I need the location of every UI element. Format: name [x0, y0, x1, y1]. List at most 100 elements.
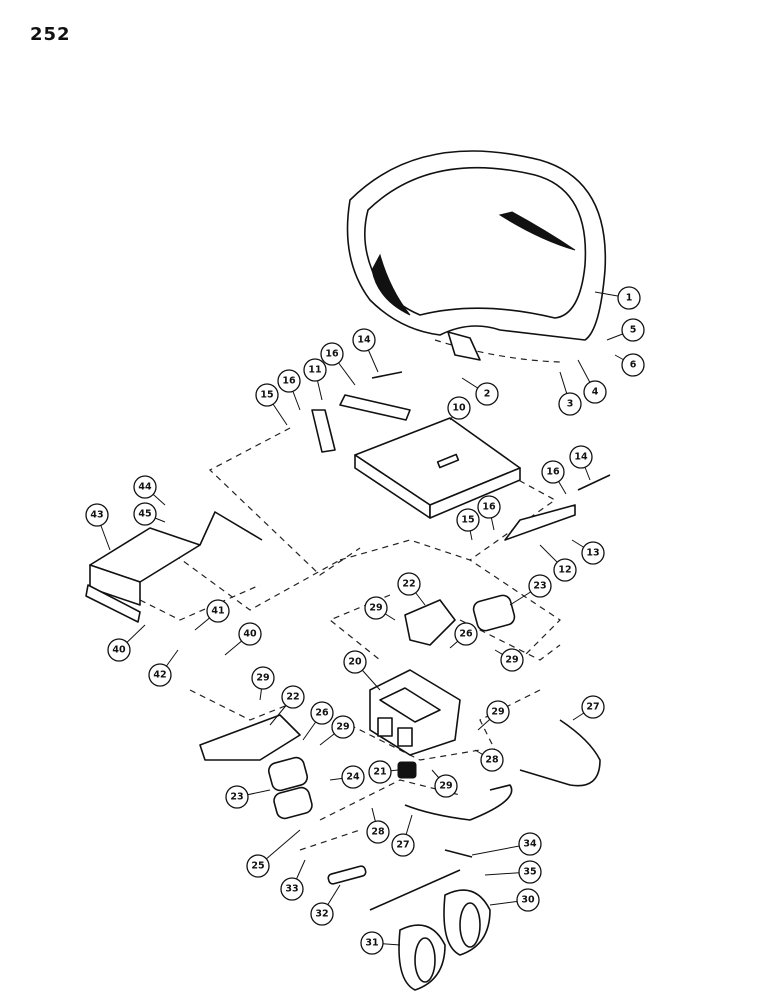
callout-circle: [391, 833, 415, 857]
callout-circle: [621, 318, 645, 342]
callout-circle: [148, 663, 172, 687]
callout-23: 23: [225, 785, 271, 809]
callout-circle: [310, 701, 334, 725]
callout-circle: [133, 475, 157, 499]
callout-number: 16: [325, 349, 339, 360]
callout-circle: [518, 832, 542, 856]
callout-35: 35: [484, 860, 542, 884]
callout-16: 16: [320, 342, 356, 386]
callout-number: 32: [315, 909, 328, 920]
callout-number: 35: [523, 867, 536, 878]
callout-15: 15: [255, 383, 288, 426]
callout-circle: [583, 380, 607, 404]
callout-circle: [238, 622, 262, 646]
callout-number: 22: [286, 692, 299, 703]
shaft-and-wheels: [327, 849, 491, 991]
callout-number: 3: [567, 399, 574, 410]
callout-circle: [343, 650, 367, 674]
callout-number: 1: [626, 293, 633, 304]
callout-circle: [621, 353, 645, 377]
rollers: [267, 594, 516, 820]
callout-number: 26: [315, 708, 329, 719]
callout-43: 43: [85, 503, 111, 551]
callout-circle: [480, 748, 504, 772]
callout-circle: [255, 383, 279, 407]
callout-number: 21: [373, 767, 386, 778]
callout-circle: [303, 358, 327, 382]
callout-number: 29: [491, 707, 504, 718]
callout-circle: [352, 328, 376, 352]
callout-22: 22: [397, 572, 426, 606]
callout-2: 2: [461, 377, 499, 406]
callout-number: 6: [630, 360, 637, 371]
callout-circle: [107, 638, 131, 662]
callout-1: 1: [594, 286, 641, 310]
callout-number: 29: [336, 722, 349, 733]
block: [397, 761, 417, 779]
callout-26: 26: [302, 701, 334, 741]
callout-number: 25: [251, 861, 264, 872]
callout-number: 45: [138, 509, 151, 520]
callout-41: 41: [194, 599, 230, 631]
callout-circle: [500, 648, 524, 672]
callout-circle: [617, 286, 641, 310]
callout-circle: [320, 342, 344, 366]
callout-29: 29: [477, 700, 510, 731]
callout-23: 23: [509, 574, 552, 606]
callout-29: 29: [251, 666, 275, 701]
callout-circle: [486, 700, 510, 724]
callout-circle: [454, 622, 478, 646]
page-number: 252: [30, 24, 71, 45]
callout-number: 31: [365, 938, 378, 949]
callout-24: 24: [329, 765, 365, 789]
callout-15: 15: [456, 508, 480, 541]
callout-circle: [558, 392, 582, 416]
callout-10: 10: [447, 396, 471, 421]
callout-number: 42: [153, 670, 166, 681]
adjusting-bracket: [85, 511, 263, 623]
callout-31: 31: [360, 931, 401, 955]
callout-20: 20: [343, 650, 381, 691]
callout-circle: [475, 382, 499, 406]
callout-40: 40: [224, 622, 262, 656]
callout-number: 23: [533, 581, 546, 592]
callout-circle: [225, 785, 249, 809]
callout-circle: [581, 541, 605, 565]
callout-27: 27: [391, 814, 415, 857]
callout-number: 10: [452, 403, 466, 414]
callout-circle: [85, 503, 109, 527]
callout-circle: [434, 774, 458, 798]
callout-6: 6: [614, 353, 645, 377]
callout-circle: [569, 445, 593, 469]
callout-number: 14: [574, 452, 588, 463]
callout-number: 13: [586, 548, 599, 559]
callout-circle: [368, 760, 392, 784]
callout-circle: [310, 902, 334, 926]
callout-number: 27: [586, 702, 599, 713]
callout-number: 33: [285, 884, 298, 895]
callout-number: 23: [230, 792, 243, 803]
callout-circle: [280, 877, 304, 901]
callout-number: 27: [396, 840, 409, 851]
callout-40: 40: [107, 624, 146, 662]
callout-number: 30: [521, 895, 535, 906]
callout-14: 14: [352, 328, 379, 373]
callout-45: 45: [133, 502, 166, 526]
callout-number: 24: [346, 772, 360, 783]
callout-13: 13: [571, 539, 605, 565]
callout-14: 14: [569, 445, 593, 481]
callout-number: 43: [90, 510, 103, 521]
callout-number: 15: [260, 390, 273, 401]
callout-circle: [581, 695, 605, 719]
callout-33: 33: [280, 859, 306, 901]
handles: [404, 719, 601, 821]
callout-circle: [277, 369, 301, 393]
callout-number: 16: [546, 467, 560, 478]
callout-circle: [133, 502, 157, 526]
callout-number: 29: [256, 673, 269, 684]
callout-number: 16: [282, 376, 296, 387]
callout-number: 29: [439, 781, 452, 792]
callout-circle: [528, 574, 552, 598]
